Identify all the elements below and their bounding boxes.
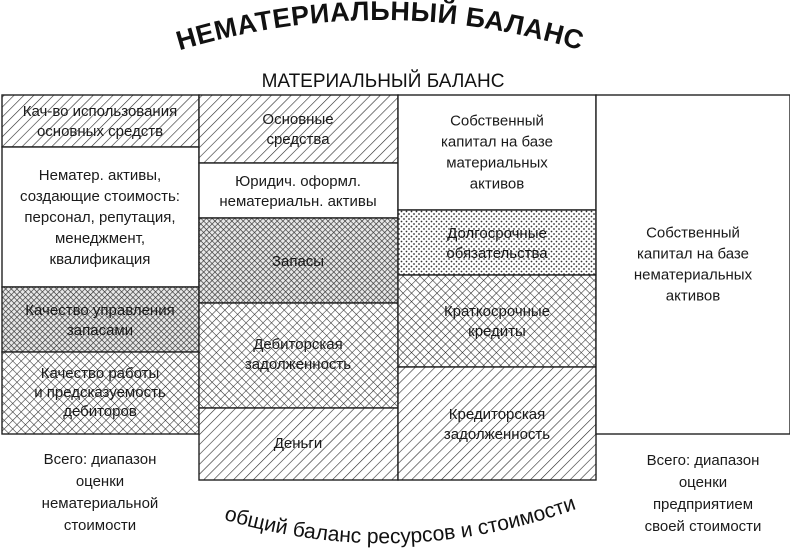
intangible-balance-title: НЕМАТЕРИАЛЬНЫЙ БАЛАНС <box>173 0 588 56</box>
total-balance-caption: общий баланс ресурсов и стоимости <box>222 492 578 548</box>
cash-label: Деньги <box>274 435 322 452</box>
payables-cell <box>397 366 597 481</box>
usage-quality-cell <box>1 94 200 148</box>
longterm-liabilities-cell <box>397 209 597 276</box>
intangible-assets-label: Нематер. активы,создающие стоимость:перс… <box>20 167 180 268</box>
equity-material-cell <box>397 94 597 211</box>
receivables-cell <box>198 302 399 409</box>
legal-intangibles-label: Юридич. оформл.нематериальн. активы <box>219 173 376 210</box>
material-balance-title: МАТЕРИАЛЬНЫЙ БАЛАНС <box>262 70 505 92</box>
work-quality-cell <box>1 351 200 435</box>
fixed-assets-cell <box>198 94 399 164</box>
inventory-label: Запасы <box>272 253 324 270</box>
cash-cell <box>198 407 399 481</box>
equity-intangible-cell <box>595 94 790 435</box>
shortterm-credits-cell <box>397 274 597 368</box>
inventory-mgmt-cell <box>1 286 200 353</box>
inventory-cell <box>198 217 399 304</box>
intangible-assets-cell <box>1 146 200 288</box>
